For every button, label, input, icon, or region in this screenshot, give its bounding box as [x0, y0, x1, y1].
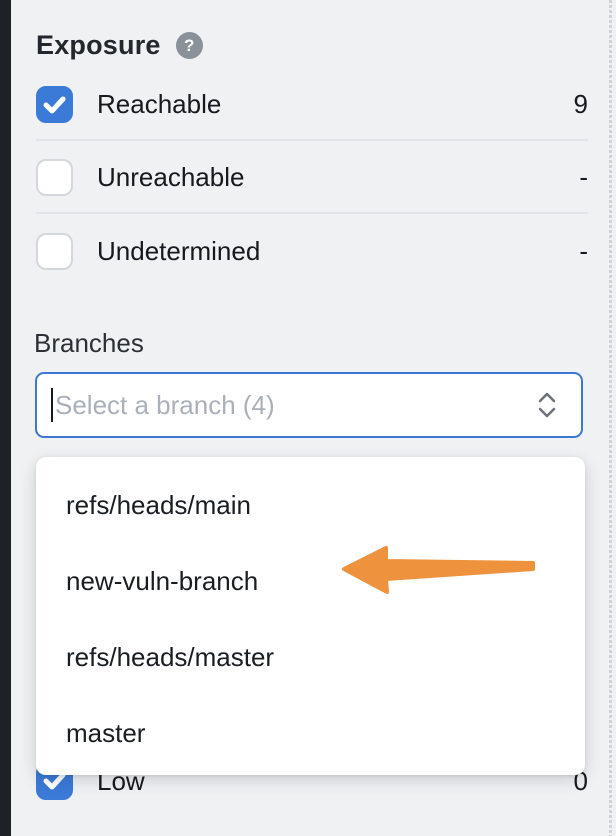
- undetermined-checkbox[interactable]: [36, 233, 73, 270]
- branch-select-placeholder: Select a branch (4): [55, 389, 275, 420]
- undetermined-label: Undetermined: [97, 236, 261, 266]
- filter-row-reachable[interactable]: Reachable 9: [36, 70, 588, 141]
- branch-option-refs-heads-master[interactable]: refs/heads/master: [66, 641, 275, 672]
- checkmark-icon: [43, 96, 66, 113]
- branch-option-master[interactable]: master: [66, 717, 146, 748]
- panel-resize-border[interactable]: [609, 0, 612, 836]
- exposure-title: Exposure: [36, 30, 161, 60]
- help-icon[interactable]: ?: [175, 32, 203, 59]
- reachable-checkbox[interactable]: [36, 86, 73, 123]
- branch-dropdown-menu: refs/heads/main new-vuln-branch refs/hea…: [36, 457, 585, 775]
- text-cursor: [51, 388, 53, 422]
- left-dark-strip: [0, 0, 11, 836]
- branch-option-refs-heads-main[interactable]: refs/heads/main: [66, 489, 251, 520]
- branch-option-new-vuln-branch[interactable]: new-vuln-branch: [66, 565, 259, 596]
- unreachable-count: -: [579, 162, 588, 192]
- filter-row-undetermined[interactable]: Undetermined -: [36, 216, 588, 287]
- unreachable-label: Unreachable: [97, 162, 245, 192]
- filter-row-unreachable[interactable]: Unreachable -: [36, 143, 588, 214]
- reachable-label: Reachable: [97, 89, 222, 119]
- branch-select-input[interactable]: Select a branch (4): [35, 372, 583, 438]
- exposure-section-header: Exposure ?: [36, 30, 203, 61]
- checkmark-icon: [43, 772, 66, 790]
- unreachable-checkbox[interactable]: [36, 159, 73, 196]
- undetermined-count: -: [579, 236, 588, 266]
- reachable-count: 9: [573, 89, 588, 119]
- select-chevrons-icon[interactable]: [535, 389, 567, 421]
- branches-title: Branches: [34, 328, 144, 358]
